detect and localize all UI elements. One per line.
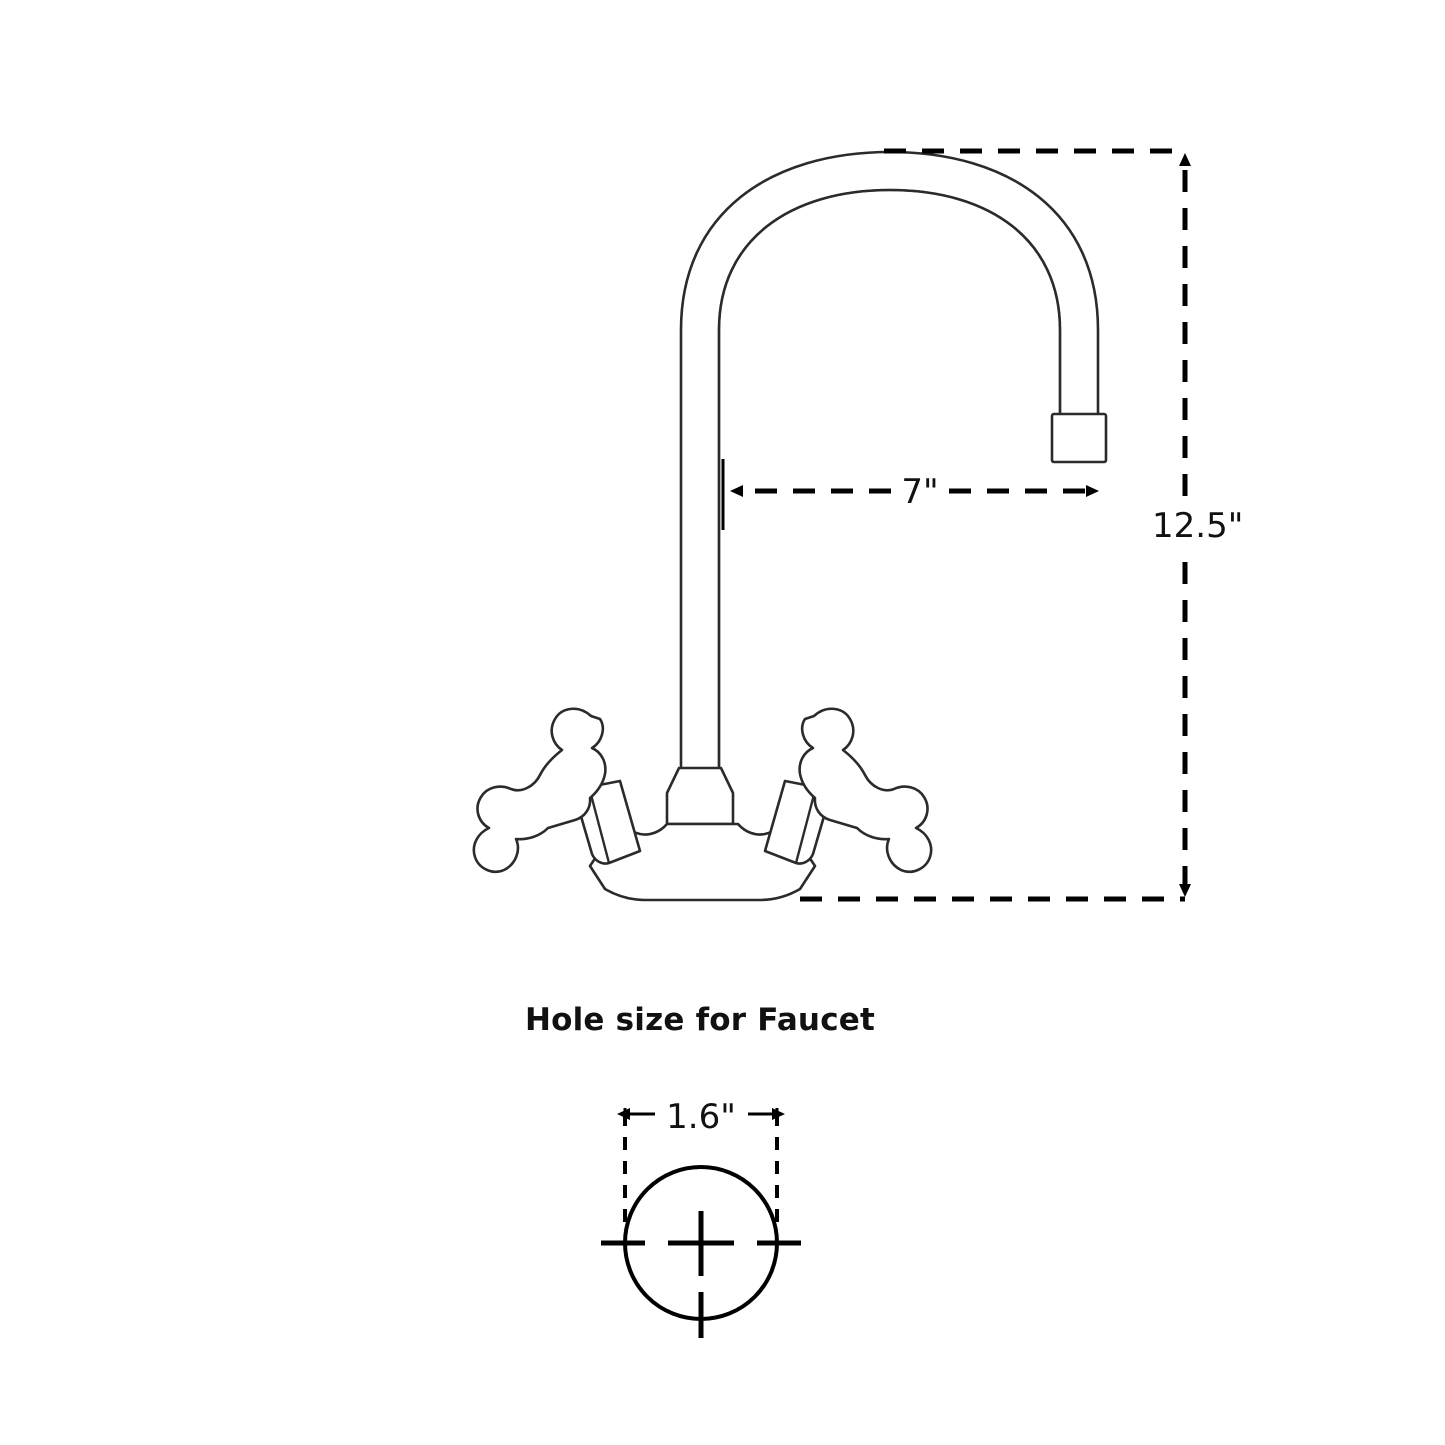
hole-size-detail-group: 1.6" [601, 1097, 801, 1338]
spout-neck-collar [665, 766, 735, 826]
dimension-spout-reach: 7" [721, 459, 1099, 530]
handle-left[interactable] [472, 707, 642, 874]
hole-size-heading: Hole size for Faucet [525, 1002, 875, 1038]
handle-right[interactable] [763, 707, 933, 874]
spout-aerator [1050, 412, 1108, 464]
faucet-body-group [472, 150, 1108, 902]
handle-right-sleeve-rib [794, 786, 818, 864]
handle-right-cross [798, 707, 933, 874]
faucet-base-body [588, 822, 817, 902]
reach-dim-label: 7" [901, 472, 938, 512]
hole-dim-label: 1.6" [666, 1097, 736, 1137]
handle-left-sleeve-rib [587, 786, 611, 864]
dimension-overall-height: 12.5" [800, 148, 1243, 902]
spout-inner-line [717, 188, 1062, 800]
handle-left-cross [472, 707, 607, 874]
hole-center-mark [668, 1211, 734, 1276]
height-dim-label: 12.5" [1152, 506, 1243, 546]
